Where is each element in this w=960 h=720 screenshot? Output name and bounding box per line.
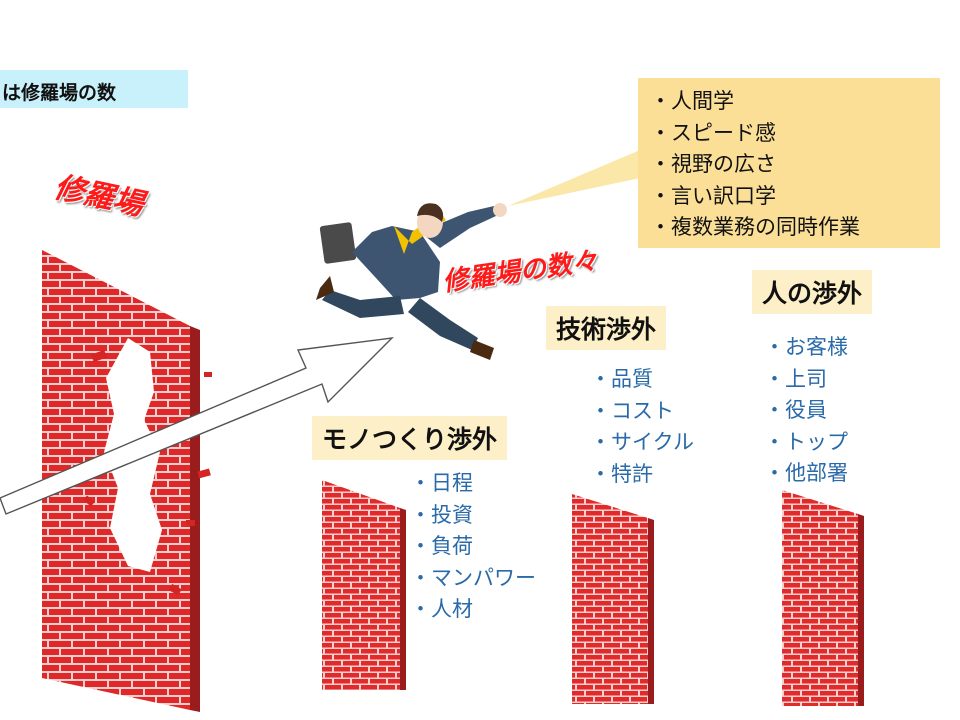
list-item: ・人材 [410,597,473,621]
list-item: ・投資 [410,502,473,527]
header-title: は修羅場の数 [2,82,117,104]
brick-wall-monotsukuri [322,480,406,690]
list-item: ・トップ [764,429,848,454]
list-item: ・マンパワー [410,565,536,590]
list-item: ・コスト [590,398,674,423]
category-list-monotsukuri: ・日程 ・投資 ・負荷 ・マンパワー ・人材 [410,468,536,626]
arrow-icon [0,337,394,515]
list-item: ・人間学 [650,89,734,113]
skills-callout: ・人間学 ・スピード感 ・視野の広さ ・言い訳口学 ・複数業務の同時作業 [638,78,940,248]
category-list-hito: ・お客様 ・上司 ・役員 ・トップ ・他部署 [764,332,848,490]
category-list-gijutsu: ・品質 ・コスト ・サイクル ・特許 [590,364,694,490]
list-item: ・複数業務の同時作業 [650,215,860,239]
list-item: ・他部署 [764,461,848,485]
brick-wall-gijutsu [572,494,654,704]
list-item: ・役員 [764,398,827,422]
list-item: ・負荷 [410,534,473,558]
list-item: ・視野の広さ [650,152,776,176]
list-item: ・上司 [764,366,827,391]
list-item: ・特許 [590,461,653,486]
category-title-gijutsu: 技術渉外 [546,306,667,350]
list-item: ・品質 [590,367,653,391]
list-item: ・スピード感 [650,120,776,145]
callout-pointer [508,150,640,206]
header-bar: は修羅場の数 [0,70,188,108]
businessman-icon [316,203,507,360]
skills-list: ・人間学 ・スピード感 ・視野の広さ ・言い訳口学 ・複数業務の同時作業 [638,78,940,244]
category-title-monotsukuri: モノつくり渉外 [312,416,508,460]
list-item: ・お客様 [764,335,848,359]
list-item: ・サイクル [590,430,694,454]
list-item: ・言い訳口学 [650,183,776,208]
list-item: ・日程 [410,471,473,495]
category-title-hito: 人の渉外 [752,270,873,314]
brick-wall-hito [782,490,864,706]
